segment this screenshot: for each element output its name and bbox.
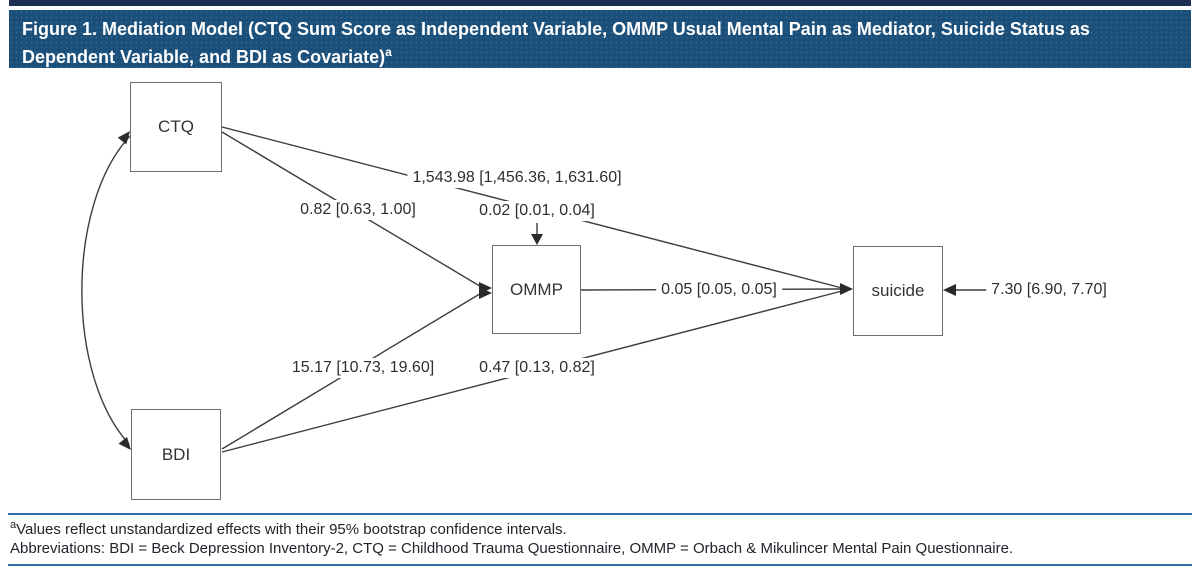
figure-title-footnote-marker: a bbox=[385, 44, 392, 59]
node-suicide: suicide bbox=[853, 246, 943, 336]
arrowhead-into-suicide-left bbox=[840, 283, 853, 295]
footer-divider-top bbox=[8, 513, 1192, 515]
coefficient-bdi-ommp: 15.17 [10.73, 19.60] bbox=[286, 358, 440, 378]
node-ctq: CTQ bbox=[130, 82, 222, 172]
footer-divider-bottom bbox=[8, 564, 1192, 566]
node-suicide-label: suicide bbox=[871, 281, 925, 300]
node-ommp: OMMP bbox=[492, 245, 581, 334]
covariance-arrowhead-ctq bbox=[117, 131, 130, 145]
coefficient-ommp-suicide: 0.05 [0.05, 0.05] bbox=[656, 280, 782, 300]
coefficient-bdi-suicide: 0.47 [0.13, 0.82] bbox=[474, 358, 600, 378]
node-bdi: BDI bbox=[131, 409, 221, 500]
coefficient-ctq-suicide: 1,543.98 [1,456.36, 1,631.60] bbox=[407, 168, 627, 188]
footnote: aValues reflect unstandardized effects w… bbox=[10, 519, 567, 538]
figure-title-bar: Figure 1. Mediation Model (CTQ Sum Score… bbox=[9, 10, 1191, 68]
node-bdi-label: BDI bbox=[161, 444, 191, 464]
covariance-arc-ctq-bdi bbox=[81, 135, 131, 445]
figure-title-line1: Figure 1. Mediation Model (CTQ Sum Score… bbox=[22, 19, 1090, 39]
covariance-arrowhead-bdi bbox=[118, 437, 131, 450]
coefficient-indirect-effect: 0.02 [0.01, 0.04] bbox=[474, 201, 600, 221]
node-ommp-label: OMMP bbox=[510, 279, 563, 299]
figure-title-line2: Dependent Variable, and BDI as Covariate… bbox=[22, 46, 386, 67]
footnote-text: Values reflect unstandardized effects wi… bbox=[16, 521, 567, 538]
arrowhead-into-ommp-top bbox=[531, 234, 543, 245]
arrowhead-into-ommp-lower bbox=[479, 287, 492, 299]
footnote-marker: a bbox=[10, 519, 17, 531]
abbreviations-line: Abbreviations: BDI = Beck Depression Inv… bbox=[10, 540, 1014, 557]
coefficient-intercept-suicide: 7.30 [6.90, 7.70] bbox=[986, 280, 1112, 300]
node-ctq-label: CTQ bbox=[158, 117, 194, 136]
arrowhead-into-suicide-right bbox=[943, 284, 956, 296]
top-border-bar bbox=[9, 0, 1191, 6]
coefficient-ctq-ommp: 0.82 [0.63, 1.00] bbox=[295, 200, 421, 220]
